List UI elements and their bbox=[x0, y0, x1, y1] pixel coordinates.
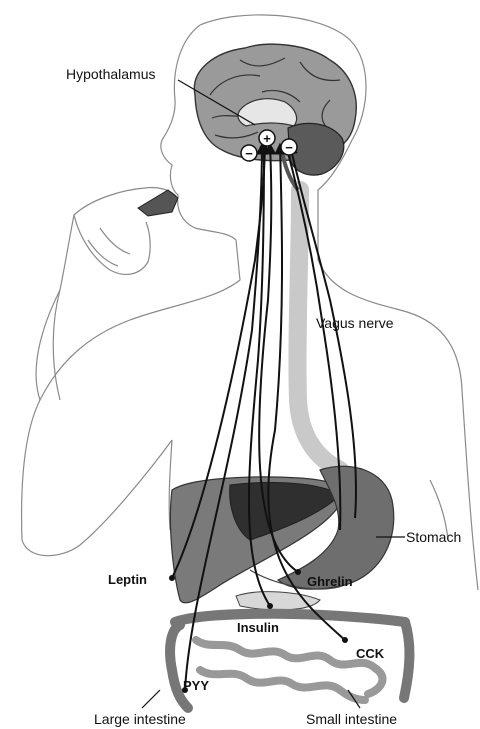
label-leptin: Leptin bbox=[108, 572, 147, 587]
label-stomach: Stomach bbox=[406, 529, 461, 545]
signal-plus: + bbox=[259, 130, 275, 146]
label-large-intestine: Large intestine bbox=[94, 711, 186, 727]
leader-large-intestine bbox=[142, 690, 160, 708]
label-vagus-nerve: Vagus nerve bbox=[316, 315, 394, 331]
signal-minus-left-symbol: − bbox=[245, 146, 253, 161]
label-insulin: Insulin bbox=[237, 620, 279, 635]
signal-plus-symbol: + bbox=[263, 131, 271, 146]
signal-minus-right-symbol: − bbox=[285, 140, 293, 155]
label-hypothalamus: Hypothalamus bbox=[66, 66, 156, 82]
label-pyy: PYY bbox=[183, 678, 209, 693]
signal-minus-right: − bbox=[281, 139, 297, 155]
brain bbox=[194, 44, 356, 190]
label-ghrelin: Ghrelin bbox=[307, 574, 353, 589]
label-small-intestine: Small intestine bbox=[306, 711, 397, 727]
pancreas bbox=[236, 592, 320, 610]
food-item bbox=[138, 190, 178, 216]
signal-minus-left: − bbox=[241, 145, 257, 161]
label-cck: CCK bbox=[356, 646, 385, 661]
